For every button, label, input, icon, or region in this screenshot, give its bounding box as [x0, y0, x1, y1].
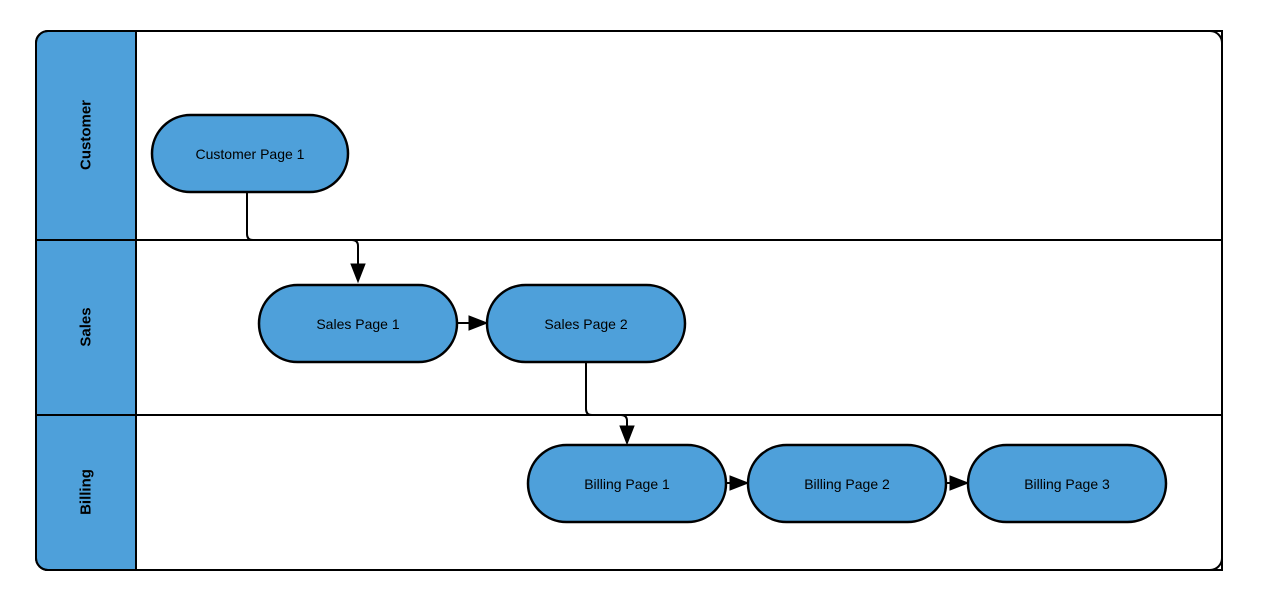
- arrow-head-icon: [468, 315, 489, 331]
- node-sales-page-2[interactable]: Sales Page 2: [485, 283, 687, 364]
- node-label: Customer Page 1: [196, 146, 305, 162]
- node-billing-page-1[interactable]: Billing Page 1: [526, 443, 728, 524]
- lane-label-billing: Billing: [78, 469, 95, 515]
- node-shape: [526, 443, 728, 524]
- node-billing-page-2[interactable]: Billing Page 2: [746, 443, 948, 524]
- node-shape: [257, 283, 459, 364]
- connector-path: [585, 362, 628, 430]
- lane-label-sales: Sales: [78, 307, 95, 346]
- connector-billing-page-1-to-billing-page-2[interactable]: [726, 475, 750, 491]
- node-customer-page-1[interactable]: Customer Page 1: [150, 113, 350, 194]
- connectors: [246, 192, 970, 491]
- node-shape: [966, 443, 1168, 524]
- node-label: Sales Page 2: [544, 316, 627, 332]
- arrow-head-icon: [949, 475, 970, 491]
- node-billing-page-3[interactable]: Billing Page 3: [966, 443, 1168, 524]
- connector-sales-page-2-to-billing-page-1[interactable]: [585, 362, 635, 446]
- node-shape: [746, 443, 948, 524]
- connector-sales-page-1-to-sales-page-2[interactable]: [457, 315, 489, 331]
- lane-label-customer: Customer: [78, 100, 95, 170]
- node-shape: [150, 113, 350, 194]
- node-sales-page-1[interactable]: Sales Page 1: [257, 283, 459, 364]
- arrow-head-icon: [729, 475, 750, 491]
- connector-billing-page-2-to-billing-page-3[interactable]: [946, 475, 970, 491]
- arrow-head-icon: [350, 263, 366, 284]
- node-label: Billing Page 1: [584, 476, 670, 492]
- lane-headers: Customer Sales Billing: [35, 30, 137, 571]
- pool-outline: [35, 30, 1223, 571]
- pool-border: [35, 30, 1223, 571]
- arrow-head-icon: [619, 425, 635, 446]
- node-label: Sales Page 1: [316, 316, 399, 332]
- nodes: Customer Page 1 Sales Page 1 Sales Page …: [150, 113, 1168, 524]
- lane-header-sales[interactable]: [35, 239, 137, 416]
- node-label: Billing Page 3: [1024, 476, 1110, 492]
- connector-customer-page-1-to-sales-page-1[interactable]: [246, 192, 366, 284]
- node-label: Billing Page 2: [804, 476, 890, 492]
- node-shape: [485, 283, 687, 364]
- connector-path: [246, 192, 359, 268]
